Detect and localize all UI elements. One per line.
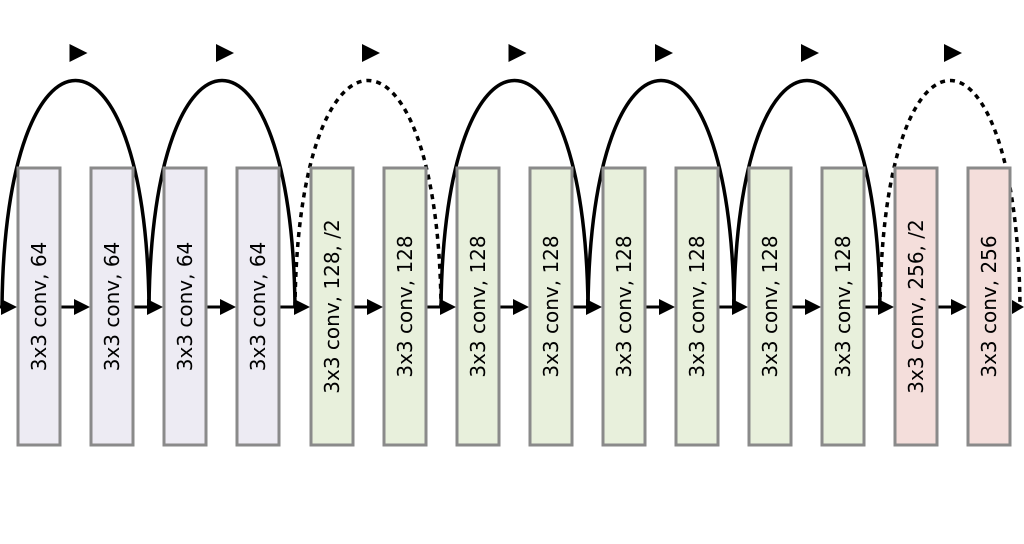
skip-connection-dashed	[293, 78, 443, 308]
conv-layer-box: 3x3 conv, 256	[966, 166, 1012, 447]
layer-label: 3x3 conv, 128	[466, 235, 490, 377]
layer-box-rect	[89, 166, 135, 447]
flow-arrowhead	[732, 299, 748, 315]
layer-label: 3x3 conv, 64	[246, 242, 270, 372]
layer-box-rect	[16, 166, 62, 447]
flow-arrowhead	[220, 299, 236, 315]
skip-arrowhead	[508, 44, 527, 62]
flow-arrowhead	[367, 299, 383, 315]
layers: 3x3 conv, 64 3x3 conv, 64 3x3 conv, 64 3x3 …	[16, 166, 1012, 447]
conv-layer-box: 3x3 conv, 64	[89, 166, 135, 447]
flow-arrowhead	[878, 299, 894, 315]
layer-label: 3x3 conv, 64	[100, 242, 124, 372]
skip-connection	[0, 78, 151, 308]
conv-layer-box: 3x3 conv, 128	[747, 166, 793, 447]
skip-connection-dashed	[878, 78, 1022, 308]
skip-connection	[147, 78, 297, 308]
layer-label: 3x3 conv, 64	[173, 242, 197, 372]
conv-layer-box: 3x3 conv, 128	[820, 166, 866, 447]
layer-label: 3x3 conv, 128	[612, 235, 636, 377]
conv-layer-box: 3x3 conv, 128, /2	[309, 166, 355, 447]
flow-arrowhead	[951, 299, 967, 315]
skip-connection	[732, 78, 882, 308]
layer-box-rect	[674, 166, 720, 447]
main-flow	[0, 299, 1024, 315]
layer-box-rect	[966, 166, 1012, 447]
conv-layer-box: 3x3 conv, 64	[162, 166, 208, 447]
layer-box-rect	[382, 166, 428, 447]
skip-connection	[439, 78, 590, 308]
layer-box-rect	[601, 166, 647, 447]
layer-label: 3x3 conv, 128	[831, 235, 855, 377]
skip-arrowhead	[216, 44, 234, 62]
layer-label: 3x3 conv, 128	[685, 235, 709, 377]
layer-label: 3x3 conv, 256, /2	[904, 219, 928, 393]
layer-box-rect	[162, 166, 208, 447]
conv-layer-box: 3x3 conv, 128	[674, 166, 720, 447]
layer-box-rect	[309, 166, 355, 447]
layer-label: 3x3 conv, 128	[393, 235, 417, 377]
conv-layer-box: 3x3 conv, 128	[528, 166, 574, 447]
skip-connection	[586, 78, 736, 308]
flow-arrowhead	[1012, 300, 1024, 314]
layer-label: 3x3 conv, 128	[539, 235, 563, 377]
skip-arrowhead	[362, 44, 380, 62]
layer-box-rect	[455, 166, 501, 447]
skip-connections	[0, 44, 1022, 308]
layer-label: 3x3 conv, 128	[758, 235, 782, 377]
conv-layer-box: 3x3 conv, 128	[455, 166, 501, 447]
conv-layer-box: 3x3 conv, 64	[235, 166, 281, 447]
layer-box-rect	[235, 166, 281, 447]
layer-box-rect	[528, 166, 574, 447]
conv-layer-box: 3x3 conv, 64	[16, 166, 62, 447]
skip-arrowhead	[944, 44, 962, 62]
flow-arrowhead	[586, 299, 602, 315]
flow-arrowhead	[1, 299, 17, 315]
layer-label: 3x3 conv, 64	[27, 242, 51, 372]
layer-box-rect	[820, 166, 866, 447]
flow-arrowhead	[513, 299, 529, 315]
flow-arrowhead	[805, 299, 821, 315]
flow-arrowhead	[440, 299, 456, 315]
layer-label: 3x3 conv, 256	[977, 235, 1001, 377]
flow-arrowhead	[74, 299, 90, 315]
layer-box-rect	[893, 166, 939, 447]
layer-box-rect	[747, 166, 793, 447]
conv-layer-box: 3x3 conv, 128	[382, 166, 428, 447]
skip-arrowhead	[801, 44, 819, 62]
conv-layer-box: 3x3 conv, 128	[601, 166, 647, 447]
conv-layer-box: 3x3 conv, 256, /2	[893, 166, 939, 447]
layer-label: 3x3 conv, 128, /2	[320, 219, 344, 393]
skip-arrowhead	[655, 44, 673, 62]
flow-arrowhead	[147, 299, 163, 315]
flow-arrowhead	[659, 299, 675, 315]
skip-arrowhead	[69, 44, 88, 62]
flow-arrowhead	[294, 299, 310, 315]
